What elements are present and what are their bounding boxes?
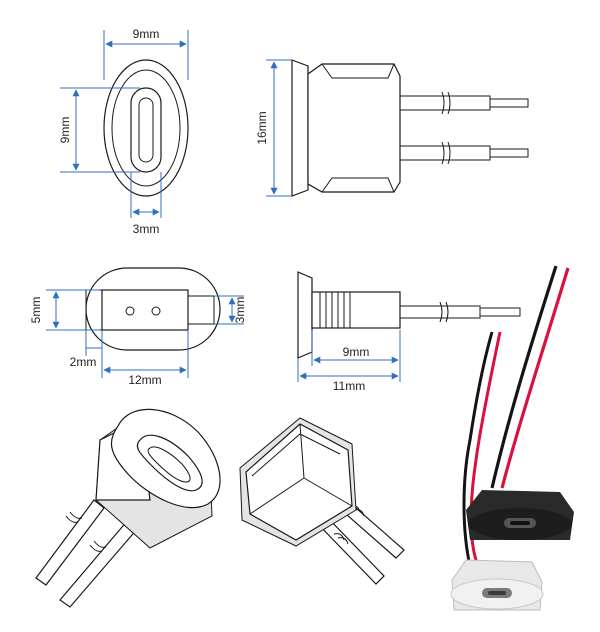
white-connector (450, 559, 544, 611)
bottom-body-label: 9mm (343, 345, 370, 359)
front-port-label: 3mm (133, 222, 160, 236)
top-length-label: 12mm (128, 373, 161, 387)
front-view: 9mm 9mm 3mm (58, 27, 189, 236)
bottom-side-view: 9mm 11mm (297, 271, 521, 393)
side-view: 16mm (255, 59, 529, 197)
bottom-total-label: 11mm (333, 379, 365, 393)
connector-photo (450, 265, 574, 611)
top-body-label: 5mm (29, 297, 43, 324)
front-width-label: 9mm (133, 27, 160, 41)
front-height-label: 9mm (58, 117, 72, 144)
isometric-view-front (35, 408, 221, 608)
top-offset-label: 2mm (70, 355, 97, 369)
isometric-view-back (239, 417, 405, 585)
top-view: 5mm 2mm 12mm 3mm (29, 267, 247, 387)
top-port-label: 3mm (233, 297, 247, 324)
black-connector (466, 490, 574, 540)
side-height-label: 16mm (255, 111, 269, 144)
